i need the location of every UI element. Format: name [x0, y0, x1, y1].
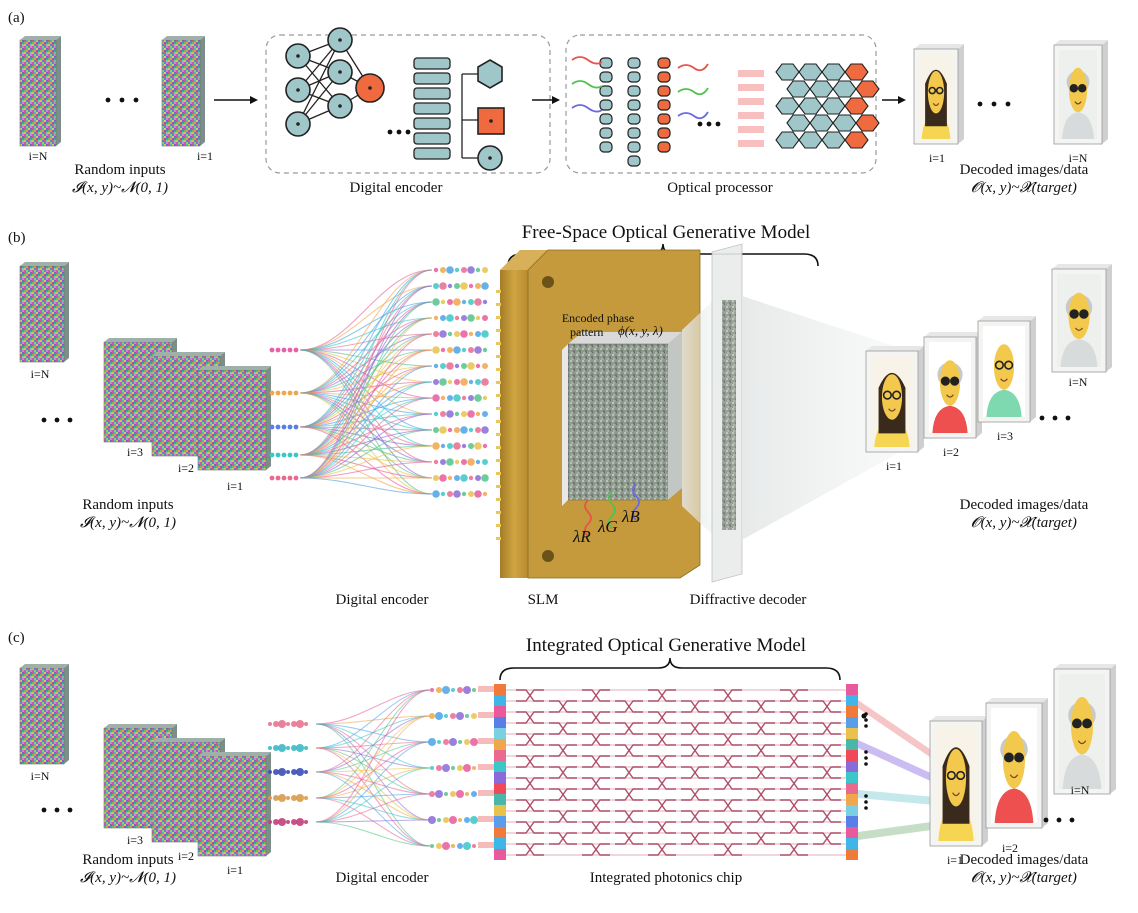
panel-a-encoder-dots	[387, 129, 411, 135]
panel-c-noise-dots	[41, 807, 73, 813]
panel-b-decoded-formula: 𝓞(x, y)~𝓧(target)	[971, 515, 1077, 531]
panel-b-encoder-output-columns	[432, 266, 489, 498]
panel-a-output-face-last	[1053, 40, 1108, 145]
panel-a-arrow-3	[882, 96, 906, 104]
panel-b-output-face-n	[1051, 264, 1112, 373]
panel-c-output-label-n: i=N	[1070, 783, 1090, 797]
panel-c-output-dots	[1043, 817, 1075, 823]
panel-b-phase-title-2: pattern	[570, 325, 604, 339]
panel-c-title-brace	[499, 657, 841, 681]
panel-a-encoder-network	[285, 27, 385, 137]
panel-b-slm	[496, 249, 701, 579]
panel-b-output-label-3: i=3	[996, 429, 1014, 443]
panel-a-output-face-first	[913, 44, 964, 145]
panel-c-random-title: Random inputs	[82, 852, 174, 868]
panel-b-noise-label-n: i=N	[30, 367, 50, 381]
panel-b-lambda-b: λB	[622, 507, 640, 526]
panel-b-noise-label-1: i=1	[226, 479, 244, 493]
panel-b-output-face-2	[923, 332, 982, 439]
panel-b-output-face-1	[865, 346, 924, 453]
panel-a-processor-title: Optical processor	[667, 180, 773, 196]
panel-a-encoder-stack	[413, 57, 451, 160]
panel-b-output-label-2: i=2	[942, 445, 960, 459]
panel-c-output-beams	[858, 700, 946, 840]
panel-b-decoder-title: Diffractive decoder	[689, 592, 807, 608]
panel-b-noise-label-3: i=3	[126, 445, 144, 459]
panel-b-phase-formula: ϕ(x, y, λ)	[618, 323, 663, 338]
panel-c-encoder-output-columns	[428, 686, 494, 850]
panel-b-diffractive-decoder	[711, 243, 743, 583]
panel-a-noise-card-first	[19, 36, 61, 147]
panel-a-processor-columns	[599, 57, 671, 167]
panel-b-noise-dots	[41, 417, 73, 423]
panel-a-random-title: Random inputs	[74, 162, 166, 178]
panel-c-noise-label-3: i=3	[126, 833, 144, 847]
panel-b-title: Free-Space Optical Generative Model	[521, 222, 811, 243]
panel-a-output-first-label: i=1	[928, 151, 946, 165]
panel-b-beam-right	[742, 296, 900, 540]
panel-b-random-formula: 𝓘(x, y)~𝓝(0, 1)	[80, 515, 176, 531]
panel-a-arrow-1	[214, 96, 258, 104]
panel-c-encoder-title: Digital encoder	[335, 870, 429, 886]
panel-b-output-dots	[1039, 415, 1071, 421]
panel-c-noise-card-1	[197, 752, 271, 857]
panel-b-phase-title-1: Encoded phase	[561, 311, 635, 325]
panel-a-noise-dots	[105, 97, 139, 103]
panel-b-encoder-title: Digital encoder	[335, 592, 429, 608]
panel-b-lambda-r: λR	[573, 527, 591, 546]
panel-c-decoded-formula: 𝓞(x, y)~𝓧(target)	[971, 870, 1077, 886]
panel-c-output-label-1: i=1	[946, 853, 964, 867]
panel-a-decoded-title: Decoded images/data	[959, 162, 1089, 178]
panel-c-noise-label-n: i=N	[30, 769, 50, 783]
panel-c-photonic-chip	[494, 684, 858, 860]
panel-a-noise-card-last	[161, 36, 205, 147]
panel-c-output-face-1	[929, 716, 988, 847]
panel-b-noise-label-2: i=2	[177, 461, 195, 475]
panel-b-noise-card-n	[19, 262, 69, 363]
panel-a-noise-first-label: i=N	[28, 149, 48, 163]
panel-a-encoder-box	[265, 34, 551, 174]
panel-b-output-label-1: i=1	[885, 459, 903, 473]
panel-c-waveguide-mesh	[506, 689, 846, 856]
panel-a-noise-last-label: i=1	[196, 149, 214, 163]
panel-a-output-last-label: i=N	[1068, 151, 1088, 165]
panel-c-random-formula: 𝓘(x, y)~𝓝(0, 1)	[80, 870, 176, 886]
panel-a-processor-dots	[697, 121, 721, 127]
panel-c-encoder-connections	[268, 689, 431, 847]
panel-b-beam-left	[682, 296, 718, 540]
panel-c-output-face-2	[985, 698, 1048, 829]
panel-c-title: Integrated Optical Generative Model	[525, 635, 807, 656]
panel-c-noise-label-1: i=1	[226, 863, 244, 877]
panel-c-output-face-n	[1053, 664, 1116, 795]
panel-b-wavelength-rays	[584, 483, 640, 537]
panel-a-encoder-title: Digital encoder	[349, 180, 443, 196]
panel-a-encoder-tree	[461, 59, 505, 171]
panel-a-processor-rays	[571, 56, 709, 120]
panel-c-label: (c)	[8, 630, 25, 646]
panel-a-processor-mesh	[738, 63, 880, 149]
panel-a-processor-box	[565, 34, 877, 174]
panel-c-edge-dots	[864, 712, 868, 810]
panel-a-output-dots	[977, 101, 1011, 107]
panel-c-noise-label-2: i=2	[177, 849, 195, 863]
panel-b-slm-title: SLM	[527, 592, 559, 608]
panel-c-noise-card-n	[19, 664, 69, 765]
panel-c-decoded-title: Decoded images/data	[959, 852, 1089, 868]
panel-b-output-label-n: i=N	[1068, 375, 1088, 389]
panel-b-encoder-connections	[269, 269, 433, 495]
panel-b-label: (b)	[8, 230, 26, 246]
panel-b-noise-card-1	[197, 366, 271, 471]
panel-c-output-label-2: i=2	[1001, 841, 1019, 855]
panel-b-decoded-title: Decoded images/data	[959, 497, 1089, 513]
panel-b-output-face-3	[977, 316, 1036, 423]
panel-b-lambda-g: λG	[598, 517, 618, 536]
panel-a-random-formula: 𝓘(x, y)~𝓝(0, 1)	[72, 180, 168, 196]
panel-a-label: (a)	[8, 10, 25, 26]
panel-c-chip-title: Integrated photonics chip	[589, 870, 743, 886]
panel-a-decoded-formula: 𝓞(x, y)~𝓧(target)	[971, 180, 1077, 196]
panel-b-random-title: Random inputs	[82, 497, 174, 513]
panel-a-arrow-2	[532, 96, 560, 104]
